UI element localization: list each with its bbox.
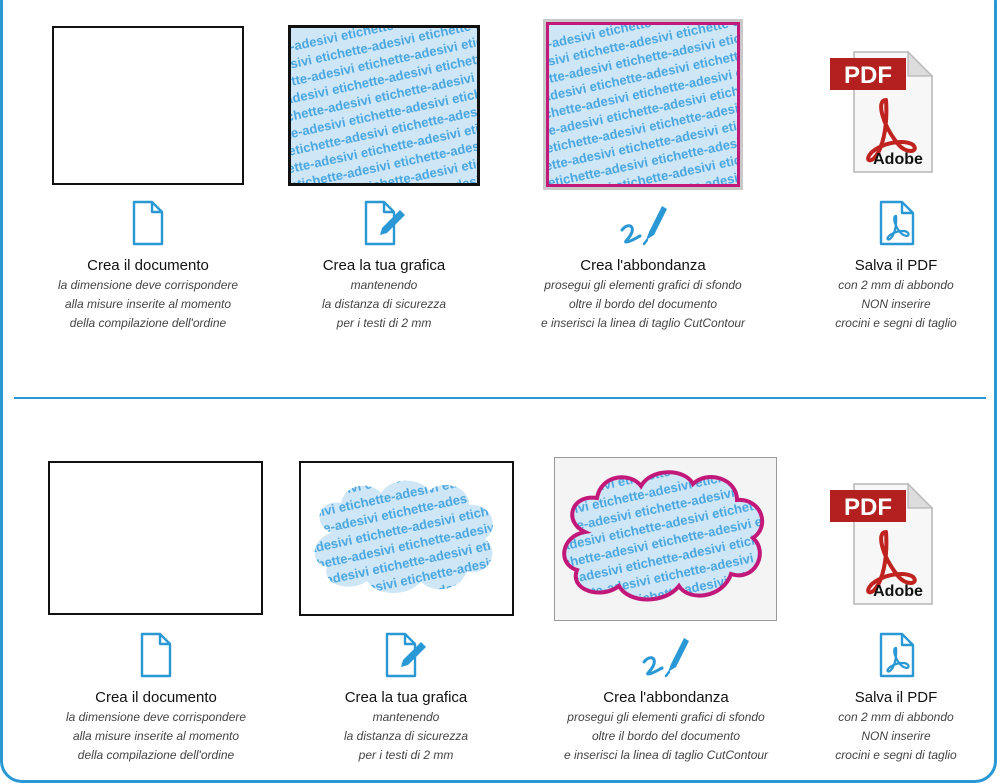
svg-text:Adobe: Adobe xyxy=(873,151,923,168)
step-title: Crea l'abbondanza xyxy=(603,689,729,706)
blank-document-icon xyxy=(132,200,164,246)
desc-line: prosegui gli elementi grafici di sfondo xyxy=(544,278,742,292)
step-description: mantenendo la distanza di sicurezza per … xyxy=(344,708,468,765)
adobe-pdf-illustration: PDF Adobe xyxy=(830,482,934,605)
label-pattern: etichette-adesivi etichette-adesivi etic… xyxy=(549,25,737,184)
step-title: Salva il PDF xyxy=(854,257,938,274)
shaped-bleed-document-illustration: etichette-adesivi etichette-adesivi etic… xyxy=(554,457,777,621)
blank-document-illustration xyxy=(52,26,244,185)
desc-line: mantenendo xyxy=(372,710,440,724)
desc-line: per i testi di 2 mm xyxy=(336,316,432,330)
signature-pen-icon xyxy=(642,638,689,678)
pdf-file-icon xyxy=(879,632,915,678)
step-description: con 2 mm di abbondo NON inserire crocini… xyxy=(835,708,956,765)
desc-line: la dimensione deve corrispondere xyxy=(57,278,239,292)
section-divider xyxy=(14,397,986,399)
step-description: con 2 mm di abbondo NON inserire crocini… xyxy=(835,276,956,333)
step-title: Crea la tua grafica xyxy=(344,689,468,706)
edit-document-icon xyxy=(385,632,426,678)
svg-text:PDF: PDF xyxy=(844,62,892,89)
desc-line: per i testi di 2 mm xyxy=(358,748,454,762)
step-description: mantenendo la distanza di sicurezza per … xyxy=(322,276,446,333)
blank-document-icon xyxy=(140,632,172,678)
svg-text:Adobe: Adobe xyxy=(873,583,923,600)
desc-line: oltre il bordo del documento xyxy=(591,729,741,743)
adobe-pdf-illustration: PDF Adobe xyxy=(830,50,934,173)
desc-line: crocini e segni di taglio xyxy=(835,748,957,762)
step-description: prosegui gli elementi grafici di sfondo … xyxy=(564,708,768,765)
desc-line: NON inserire xyxy=(861,729,931,743)
desc-line: e inserisci la linea di taglio CutContou… xyxy=(563,748,769,762)
desc-line: la distanza di sicurezza xyxy=(343,729,469,743)
desc-line: alla misure inserite al momento xyxy=(72,729,240,743)
step-title: Salva il PDF xyxy=(854,689,938,706)
edit-document-icon xyxy=(364,200,405,246)
desc-line: e inserisci la linea di taglio CutContou… xyxy=(540,316,746,330)
desc-line: con 2 mm di abbondo xyxy=(838,710,954,724)
pdf-file-icon xyxy=(879,200,915,246)
desc-line: alla misure inserite al momento xyxy=(64,297,232,311)
signature-pen-icon xyxy=(620,206,667,246)
desc-line: prosegui gli elementi grafici di sfondo xyxy=(567,710,765,724)
step-title: Crea il documento xyxy=(95,689,217,706)
step-title: Crea il documento xyxy=(87,257,209,274)
step-description: prosegui gli elementi grafici di sfondo … xyxy=(541,276,745,333)
desc-line: la dimensione deve corrispondere xyxy=(65,710,247,724)
step-description: la dimensione deve corrispondere alla mi… xyxy=(58,276,238,333)
blank-document-illustration xyxy=(48,461,263,615)
desc-line: la distanza di sicurezza xyxy=(321,297,447,311)
desc-line: oltre il bordo del documento xyxy=(568,297,718,311)
graphic-document-illustration: etichette-adesivi etichette-adesivi etic… xyxy=(288,25,480,186)
cloud-label-artwork: etichette-adesivi etichette-adesivi etic… xyxy=(315,480,493,593)
step-description: la dimensione deve corrispondere alla mi… xyxy=(66,708,246,765)
cloud-label-bleed: etichette-adesivi etichette-adesivi etic… xyxy=(562,470,765,602)
desc-line: con 2 mm di abbondo xyxy=(838,278,954,292)
svg-text:PDF: PDF xyxy=(844,494,892,521)
desc-line: della compilazione dell'ordine xyxy=(77,748,235,762)
desc-line: della compilazione dell'ordine xyxy=(69,316,227,330)
shaped-graphic-document-illustration: etichette-adesivi etichette-adesivi etic… xyxy=(299,461,514,616)
label-pattern: etichette-adesivi etichette-adesivi etic… xyxy=(291,28,477,183)
desc-line: mantenendo xyxy=(350,278,418,292)
desc-line: crocini e segni di taglio xyxy=(835,316,957,330)
step-title: Crea la tua grafica xyxy=(322,257,446,274)
step-title: Crea l'abbondanza xyxy=(580,257,706,274)
desc-line: NON inserire xyxy=(861,297,931,311)
bleed-document-illustration: etichette-adesivi etichette-adesivi etic… xyxy=(543,19,743,190)
